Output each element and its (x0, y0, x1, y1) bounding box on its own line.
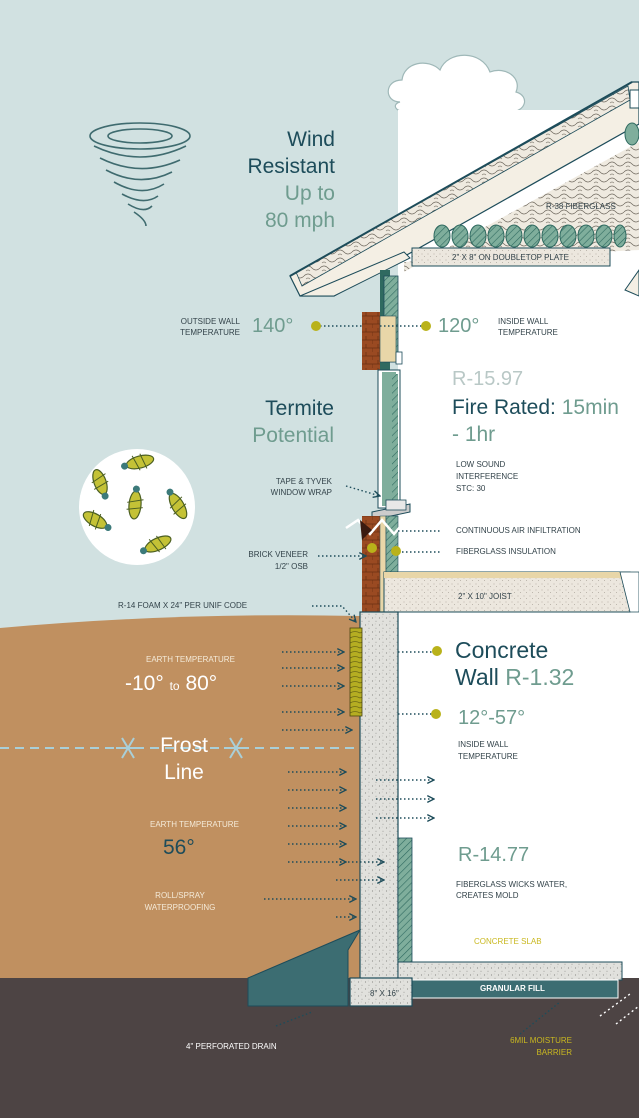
drain-label: 4" PERFORATED DRAIN (186, 1042, 277, 1051)
earth-temp-top-label: EARTH TEMPERATURE (146, 655, 235, 664)
tornado-icon (89, 122, 191, 227)
earth-temp-to: 80° (185, 672, 218, 695)
leader-lines (264, 325, 561, 1035)
upper-wall-r-value: R-15.97 (452, 368, 524, 390)
concrete-wall (359, 611, 399, 983)
basement-batt (397, 837, 413, 963)
termite-title-line2: Potential (252, 424, 334, 447)
inside-temp-upper-label-line1: INSIDE WALL (498, 317, 549, 326)
moisture-barrier-line1: 6MIL MOISTURE (510, 1036, 572, 1045)
earth-temp-top-range: -10° to 80° (125, 672, 217, 696)
foam-label: R-14 FOAM X 24" PER UNIF CODE (118, 601, 248, 610)
frost-line-label-line1: Frost (160, 734, 208, 757)
wind-speed-line1: Up to (284, 182, 335, 205)
termite-title-line1: Termite (265, 397, 334, 420)
snowflake-icon (116, 737, 140, 759)
sound-line1: LOW SOUND (456, 460, 506, 469)
earth-layer (0, 615, 360, 982)
brick-veneer-line2: 1/2" OSB (274, 562, 308, 571)
window-wrap-line1: TAPE & TYVEK (275, 477, 332, 486)
sound-line2: INTERFERENCE (456, 472, 519, 481)
wind-title-line1: Wind (287, 128, 335, 151)
outside-temp-value: 140° (252, 315, 294, 337)
attic-insulation-label: R-38 FIBERGLASS (546, 202, 616, 211)
basement-r-value: R-14.77 (458, 844, 530, 866)
outside-temp-label-line2: TEMPERATURE (180, 328, 240, 337)
footing-label: 8" X 16" (370, 989, 399, 998)
foam-board (349, 627, 363, 717)
fire-rating: Fire Rated: 15min (452, 396, 619, 420)
concrete-wall-title-line1: Concrete (455, 637, 549, 663)
leader-dots (311, 321, 442, 719)
footing (349, 977, 413, 1007)
brick-veneer-line1: BRICK VENEER (248, 550, 308, 559)
brick-veneer (362, 516, 380, 614)
concrete-slab-label: CONCRETE SLAB (474, 937, 542, 946)
earth-temp-to-word: to (169, 679, 180, 693)
wind-speed-line2: 80 mph (264, 209, 335, 232)
fire-rated-label: Fire Rated: (452, 396, 556, 419)
inside-temp-lower-label-line1: INSIDE WALL (458, 740, 509, 749)
sound-line3: STC: 30 (456, 484, 486, 493)
termite-icons (82, 453, 188, 555)
fire-rated-value: 15min (561, 396, 619, 419)
outside-temp-label-line1: OUTSIDE WALL (180, 317, 240, 326)
fiberglass-insulation-label: FIBERGLASS INSULATION (456, 547, 556, 556)
concrete-wall-title-line2: Wall R-1.32 (455, 664, 575, 691)
window-wrap-line2: WINDOW WRAP (270, 488, 332, 497)
inside-temp-lower-label-line2: TEMPERATURE (458, 752, 518, 761)
gravel-wedge (247, 928, 362, 1007)
concrete-slab (397, 961, 623, 981)
inside-temp-lower-value: 12°-57° (458, 707, 526, 729)
house-interior (398, 262, 639, 978)
moisture-barrier-line2: BARRIER (536, 1048, 572, 1057)
concrete-wall-word: Wall (455, 664, 499, 690)
air-infiltration-label: CONTINUOUS AIR INFILTRATION (456, 526, 581, 535)
top-plate-label: 2" X 8" ON DOUBLETOP PLATE (452, 253, 569, 262)
upper-brick (362, 312, 380, 370)
floor-joist (383, 571, 631, 613)
earth-temp-bottom-value: 56° (163, 836, 195, 859)
earth-temp-from: -10° (125, 672, 164, 695)
top-plate (411, 247, 611, 267)
concrete-wall-r-value: R-1.32 (505, 664, 575, 690)
wind-title-line2: Resistant (247, 155, 335, 178)
fire-rated-value-line2: - 1hr (452, 423, 496, 446)
waterproofing-line1: ROLL/SPRAY (155, 891, 205, 900)
inside-temp-upper-value: 120° (438, 315, 480, 337)
joist-label: 2" X 10" JOIST (458, 592, 512, 601)
waterproofing-line2: WATERPROOFING (144, 903, 216, 912)
inside-temp-upper-label-line2: TEMPERATURE (498, 328, 558, 337)
attic-insulation-rolls (433, 122, 639, 248)
snowflake-icon (224, 737, 248, 759)
frost-line-label-line2: Line (164, 761, 204, 784)
granular-fill-label: GRANULAR FILL (480, 984, 545, 993)
basement-note-line1: FIBERGLASS WICKS WATER, (456, 880, 568, 889)
cloud-icon (387, 54, 526, 113)
basement-note-line2: CREATES MOLD (456, 891, 519, 900)
earth-temp-bottom-label: EARTH TEMPERATURE (150, 820, 239, 829)
